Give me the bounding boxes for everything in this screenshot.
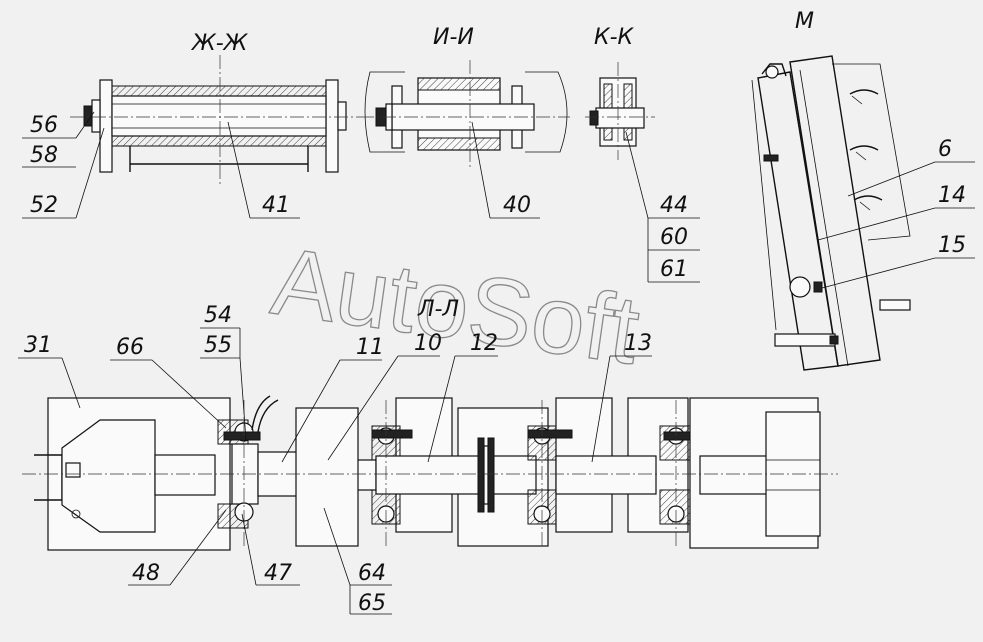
callout-58: 58 — [30, 143, 58, 168]
callout-12: 12 — [470, 331, 498, 356]
section-zh-view — [70, 55, 360, 185]
leaders — [18, 111, 975, 615]
callout-61: 61 — [660, 257, 688, 282]
callout-52: 52 — [30, 193, 58, 218]
callout-41: 41 — [262, 193, 290, 218]
callout-11: 11 — [356, 335, 384, 360]
callout-44: 44 — [660, 193, 688, 218]
section-title-l: Л-Л — [417, 297, 459, 322]
main-assembly — [22, 395, 838, 551]
callout-60: 60 — [660, 225, 688, 250]
callout-31: 31 — [24, 333, 52, 358]
callout-47: 47 — [264, 561, 292, 586]
callout-66: 66 — [116, 335, 144, 360]
view-m — [751, 55, 911, 371]
callout-14: 14 — [938, 183, 966, 208]
callout-40: 40 — [503, 193, 531, 218]
callout-65: 65 — [358, 591, 386, 616]
callout-13: 13 — [624, 331, 652, 356]
callout-64: 64 — [358, 561, 386, 586]
callout-15: 15 — [938, 233, 966, 258]
section-title-i: И-И — [433, 25, 474, 50]
callout-6: 6 — [938, 137, 952, 162]
callout-56: 56 — [30, 113, 58, 138]
section-i-view — [360, 60, 570, 170]
callout-54: 54 — [204, 303, 232, 328]
callout-48: 48 — [132, 561, 160, 586]
view-title-m: М — [795, 9, 814, 34]
section-k-view — [585, 62, 655, 160]
callout-10: 10 — [414, 331, 442, 356]
callout-55: 55 — [204, 333, 232, 358]
section-title-k: К-К — [594, 25, 635, 50]
section-title-zh: Ж-Ж — [190, 31, 249, 56]
